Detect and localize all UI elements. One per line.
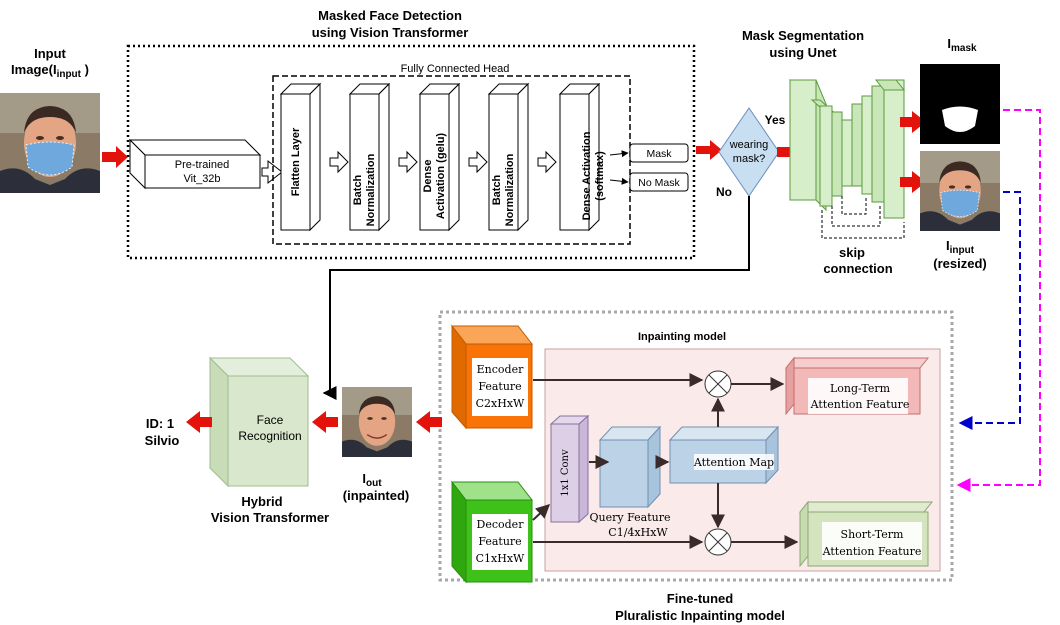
query-label-1: Query Feature bbox=[590, 511, 671, 524]
fc-layer-5-label-b: (softmax) bbox=[594, 151, 606, 201]
detection-title-line2: using Vision Transformer bbox=[312, 25, 469, 40]
decoder-label-2: Feature bbox=[478, 535, 521, 548]
inpainting-title-line2: Pluralistic Inpainting model bbox=[615, 608, 785, 623]
resized-label: (resized) bbox=[933, 256, 986, 271]
long-term-label-2: Attention Feature bbox=[810, 398, 910, 411]
long-term-attention-block: Long-Term Attention Feature bbox=[784, 356, 930, 416]
short-term-label-1: Short-Term bbox=[841, 528, 904, 541]
input-face-photo bbox=[0, 93, 100, 193]
nomask-output-box bbox=[629, 172, 689, 192]
name-label: Silvio bbox=[145, 433, 180, 448]
unet-title-line2: using Unet bbox=[769, 45, 837, 60]
fc-layer-4-label-b: Normalization bbox=[504, 153, 516, 226]
fc-layer-2: Batch Normalization bbox=[348, 82, 391, 232]
recognition-label-2: Recognition bbox=[238, 429, 301, 443]
recognition-title-line2: Vision Transformer bbox=[211, 510, 329, 525]
encoder-label-2: Feature bbox=[478, 380, 521, 393]
red-arrow bbox=[312, 411, 338, 433]
mask-output-label: Mask bbox=[646, 148, 672, 160]
skip-label-1: skip bbox=[839, 245, 865, 260]
hollow-arrow bbox=[261, 159, 283, 185]
decision-label-2: mask? bbox=[733, 153, 765, 165]
encoder-feature-block: Encoder Feature C2xHxW bbox=[450, 324, 534, 430]
recognition-label-1: Face bbox=[257, 413, 284, 427]
arrow-to-mask bbox=[609, 150, 629, 158]
pretrained-vit-block: Pre-trained Vit_32b bbox=[128, 138, 262, 190]
fc-layer-4-label-a: Batch bbox=[491, 174, 503, 205]
pretrained-label: Pre-trained bbox=[175, 159, 229, 171]
inpainting-inner-title: Inpainting model bbox=[638, 331, 726, 343]
fc-layer-2-label-a: Batch bbox=[352, 174, 364, 205]
multiply-circle-icon bbox=[704, 528, 732, 556]
id-label: ID: 1 bbox=[146, 416, 174, 431]
resized-face-photo bbox=[920, 151, 1000, 231]
decision-no: No bbox=[716, 185, 732, 199]
fc-head-title: Fully Connected Head bbox=[401, 63, 510, 75]
conv-label: 1x1 Conv bbox=[560, 449, 571, 497]
encoder-label-3: C2xHxW bbox=[476, 397, 525, 410]
mask-output-box bbox=[629, 143, 689, 163]
query-feature-block bbox=[598, 425, 662, 509]
pretrained-label-2: Vit_32b bbox=[183, 173, 220, 185]
detection-title-line1: Masked Face Detection bbox=[318, 8, 462, 23]
decoder-feature-block: Decoder Feature C1xHxW bbox=[450, 480, 534, 584]
fc-layer-2-label-b: Normalization bbox=[365, 153, 377, 226]
arrow-to-nomask bbox=[609, 177, 629, 185]
fc-layer-5: Dense Activation (softmax) bbox=[558, 82, 606, 232]
mask-dashed-arrow bbox=[956, 109, 1041, 492]
attention-map-label: Attention Map bbox=[693, 456, 774, 469]
fc-layer-1-label: Flatten Layer bbox=[290, 127, 302, 196]
detection-container bbox=[126, 44, 696, 260]
fc-layer-3: Dense Activation (gelu) bbox=[418, 82, 461, 232]
red-arrow bbox=[416, 411, 442, 433]
red-arrow bbox=[900, 171, 926, 193]
inpainted-face-photo bbox=[342, 387, 412, 457]
decision-yes: Yes bbox=[765, 113, 786, 127]
multiply-circle-icon bbox=[704, 370, 732, 398]
imask-label: Imask bbox=[947, 36, 977, 54]
inpainting-arrows bbox=[532, 373, 799, 549]
inpainted-label: (inpainted) bbox=[343, 488, 409, 503]
input-title-line1: Input bbox=[34, 46, 66, 61]
encoder-label-1: Encoder bbox=[477, 363, 524, 376]
iout-label: Iout bbox=[362, 471, 382, 489]
red-arrow bbox=[900, 111, 926, 133]
hollow-arrows bbox=[329, 150, 557, 174]
recognition-title-line1: Hybrid bbox=[241, 494, 282, 509]
input-title-line2: Image(Iinput ) bbox=[11, 62, 89, 80]
decision-label-1: wearing bbox=[729, 139, 769, 151]
fc-layer-5-label-a: Dense Activation bbox=[581, 131, 593, 220]
inpainting-title-line1: Fine-tuned bbox=[667, 591, 733, 606]
unet-title-line1: Mask Segmentation bbox=[742, 28, 864, 43]
skip-label-2: connection bbox=[823, 261, 892, 276]
skip-connections bbox=[821, 196, 905, 239]
nomask-output-label: No Mask bbox=[638, 177, 680, 189]
mask-silhouette-image bbox=[920, 64, 1000, 144]
fc-layer-1: Flatten Layer bbox=[279, 82, 322, 232]
fc-layer-3-label-b: Activation (gelu) bbox=[435, 133, 447, 220]
red-arrow bbox=[186, 411, 212, 433]
fc-layer-3-label-a: Dense bbox=[422, 159, 434, 192]
short-term-label-2: Attention Feature bbox=[822, 545, 922, 558]
query-label-2: C1/4xHxW bbox=[608, 526, 668, 539]
iinput-resized-label: Iinput bbox=[946, 238, 975, 256]
conv-block: 1x1 Conv bbox=[549, 414, 590, 524]
face-recognition-block: Face Recognition bbox=[208, 356, 310, 488]
decoder-label-1: Decoder bbox=[477, 518, 525, 531]
red-arrow bbox=[696, 140, 722, 160]
long-term-label-1: Long-Term bbox=[830, 382, 891, 395]
attention-map-block: Attention Map bbox=[668, 425, 780, 485]
fc-layer-4: Batch Normalization bbox=[487, 82, 530, 232]
input-dashed-arrow bbox=[958, 191, 1021, 430]
no-path-arrow bbox=[322, 196, 750, 400]
short-term-attention-block: Short-Term Attention Feature bbox=[798, 500, 934, 568]
unet-block bbox=[788, 79, 906, 219]
red-arrow bbox=[102, 146, 128, 168]
decoder-label-3: C1xHxW bbox=[476, 552, 525, 565]
